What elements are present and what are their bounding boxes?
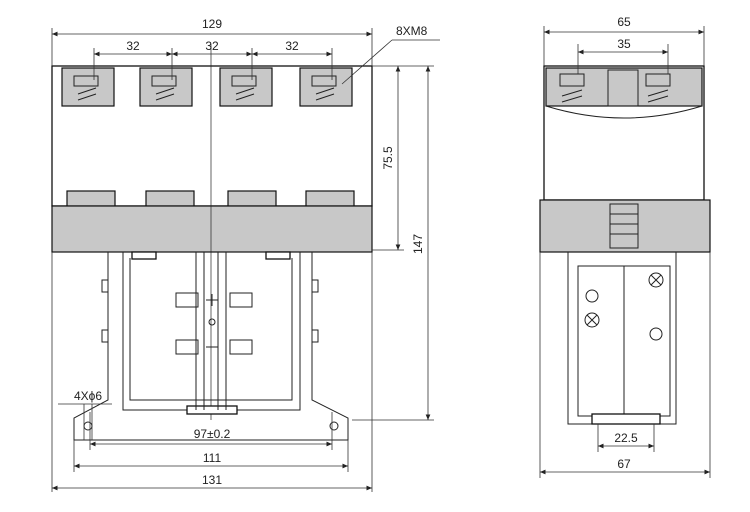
front-coil-band — [51, 205, 373, 253]
dim-height-total: 147 — [411, 234, 425, 254]
dim-height-upper: 75.5 — [381, 146, 395, 170]
side-dimensions — [539, 26, 711, 478]
dim-overall-width: 129 — [202, 17, 222, 31]
front-terminal-blocks — [61, 67, 353, 107]
dim-side-terminal-spacing: 35 — [617, 37, 631, 51]
dim-side-bottom-outer: 67 — [617, 457, 631, 471]
dim-side-depth: 65 — [617, 15, 631, 29]
screw-callout: 8XM8 — [396, 24, 428, 38]
dim-base-inner: 111 — [203, 451, 222, 465]
side-indicator-lamps — [584, 272, 664, 341]
dim-pitch-1: 32 — [126, 39, 140, 53]
front-bracket — [73, 251, 349, 441]
dim-pitch-2: 32 — [205, 39, 219, 53]
side-coil-band — [539, 199, 711, 253]
mount-hole-callout: 4Xϕ6 — [74, 389, 102, 403]
dim-pitch-3: 32 — [285, 39, 299, 53]
front-view — [51, 28, 440, 492]
front-dimensions — [51, 28, 440, 492]
dim-side-bottom-inner: 22.5 — [614, 431, 638, 445]
side-view — [539, 26, 711, 478]
dim-hole-pitch: 97±0.2 — [194, 427, 231, 441]
dim-base-outer: 131 — [202, 473, 222, 487]
